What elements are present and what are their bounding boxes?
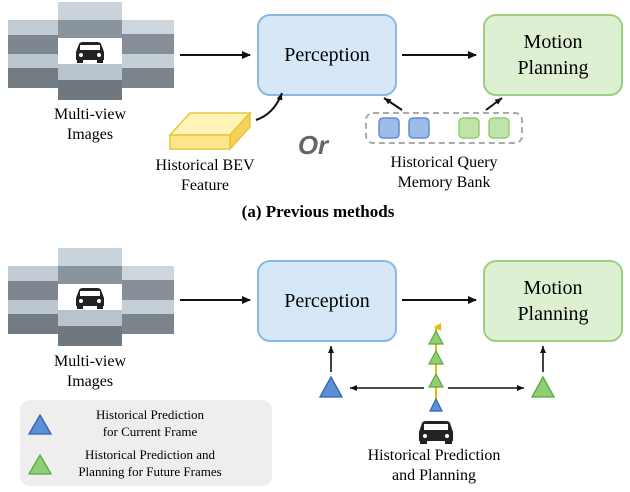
top-perception-box <box>257 14 397 96</box>
top-camera-mosaic <box>8 2 174 100</box>
or-label: Or <box>298 130 330 160</box>
bev-label-2: Feature <box>181 177 229 194</box>
triangle-green-icon <box>427 372 445 388</box>
legend-item2-line2: Planning for Future Frames <box>78 464 221 479</box>
memory-label-2: Memory Bank <box>398 174 491 191</box>
top-motion-box <box>483 14 623 96</box>
triangle-green-icon <box>530 375 556 398</box>
bev-label-1: Historical BEV <box>155 157 255 174</box>
bottom-input-label-1: Multi-view <box>54 353 126 370</box>
bottom-motion-box <box>483 260 623 342</box>
triangle-blue-icon <box>429 397 443 412</box>
triangle-blue-icon <box>27 413 53 435</box>
top-arrow-memory-to-perception <box>383 97 403 111</box>
legend-item2-line1: Historical Prediction and <box>85 447 215 462</box>
triangle-green-icon <box>27 453 53 475</box>
top-arrow-bev-to-perception <box>255 92 283 121</box>
camera-mosaic-icon <box>8 248 174 346</box>
bottom-motion-label-1: Motion <box>524 277 583 299</box>
car-icon <box>71 38 109 64</box>
car-icon <box>71 284 109 310</box>
bottom-input-label-2: Images <box>67 373 113 390</box>
camera-mosaic-icon <box>8 2 174 100</box>
memory-label-1: Historical Query <box>390 154 497 171</box>
top-input-label-1: Multi-view <box>54 106 126 123</box>
bev-feature-block-icon <box>168 111 252 151</box>
bottom-camera-mosaic <box>8 248 174 346</box>
top-motion-label-2: Planning <box>517 57 588 79</box>
hist-label-2: and Planning <box>392 467 476 484</box>
top-motion-label-1: Motion <box>524 31 583 53</box>
top-perception-label: Perception <box>284 44 370 66</box>
legend-item1-line1: Historical Prediction <box>96 407 204 422</box>
hist-label-1: Historical Prediction <box>368 447 501 464</box>
bottom-perception-box <box>257 260 397 342</box>
bottom-motion-label-2: Planning <box>517 303 588 325</box>
top-caption: (a) Previous methods <box>242 202 395 221</box>
legend: Historical Prediction for Current Frame … <box>20 400 272 486</box>
triangle-blue-icon <box>318 375 344 398</box>
legend-background <box>20 400 272 486</box>
triangle-green-icon <box>427 329 445 345</box>
top-input-label-2: Images <box>67 126 113 143</box>
triangle-green-icon <box>427 349 445 365</box>
legend-item1-line2: for Current Frame <box>103 424 198 439</box>
car-icon <box>419 421 453 444</box>
bottom-perception-label: Perception <box>284 290 370 312</box>
memory-bank-icon <box>365 112 523 144</box>
top-arrow-memory-to-motion <box>485 97 503 111</box>
